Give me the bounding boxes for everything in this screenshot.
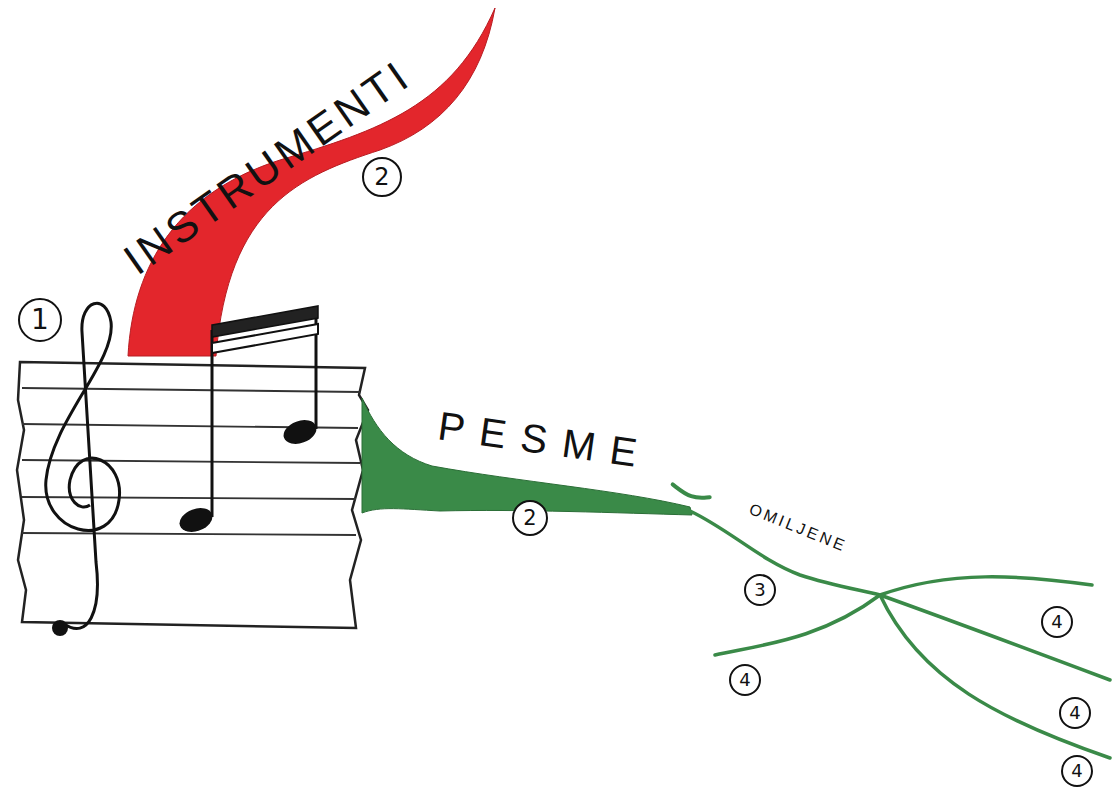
callout-number: 4: [1041, 606, 1073, 638]
note-head: [176, 504, 215, 536]
callout-number: 4: [729, 664, 761, 696]
branch-line: [880, 595, 1110, 758]
staff-line: [22, 460, 360, 463]
callout-number: 2: [512, 500, 548, 536]
sub-branches: [690, 511, 1110, 758]
branch-text: OMILJENE: [747, 501, 849, 555]
branch-line: [880, 577, 1092, 595]
clef-dot: [52, 620, 68, 636]
green-branch: [362, 398, 692, 515]
callout-number: 4: [1059, 697, 1091, 729]
branch-line: [715, 595, 880, 655]
note-head: [280, 416, 319, 448]
callout-number: 1: [18, 298, 62, 342]
branch-text: PESME: [436, 405, 655, 475]
staff-line: [22, 388, 360, 392]
red-branch: [128, 8, 495, 356]
staff-line: [22, 533, 356, 535]
branch-connector: [673, 484, 710, 497]
note-stem: [211, 330, 214, 517]
treble-clef: [46, 303, 120, 628]
callout-number: 3: [744, 574, 776, 606]
branch-line: [880, 595, 1110, 680]
callout-number: 2: [362, 157, 402, 197]
branch-label: INSTRUMENTI: [74, 20, 460, 314]
note-beam: [212, 324, 318, 353]
callout-number: 4: [1061, 755, 1093, 787]
sub-branch-label: OMILJENE: [710, 482, 887, 574]
